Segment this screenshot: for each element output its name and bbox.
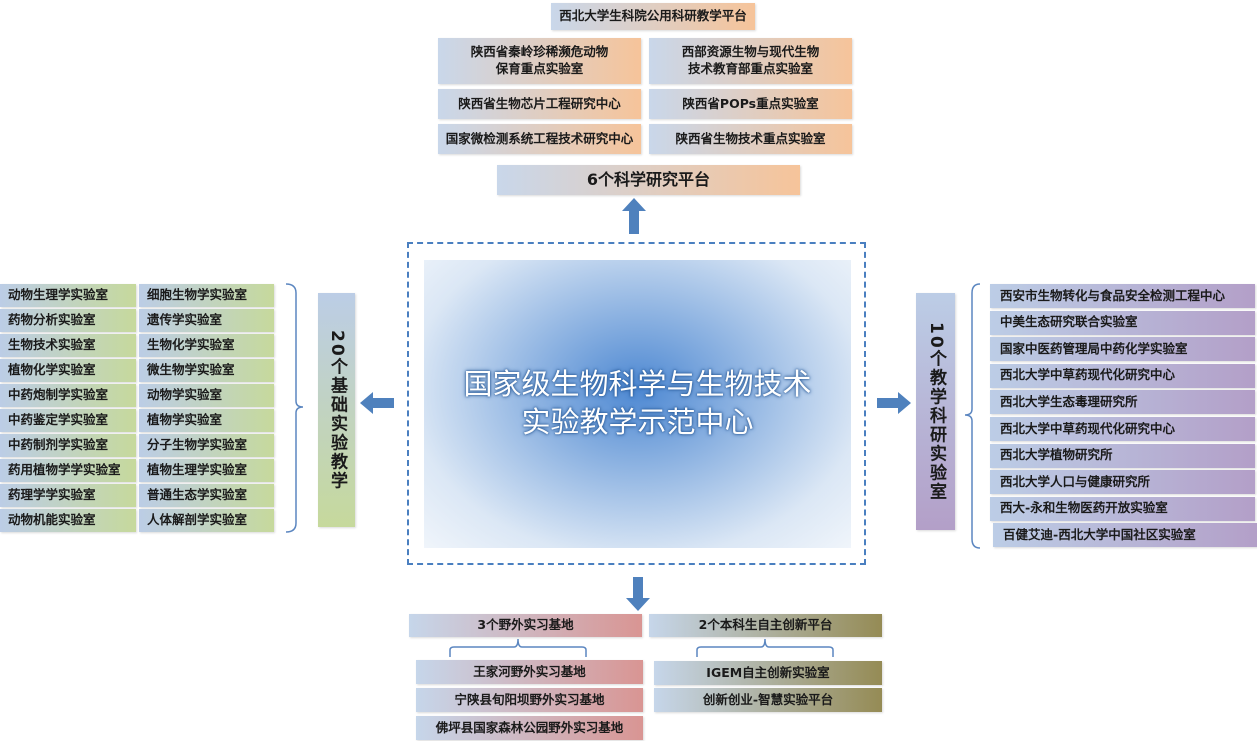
research-platform-item: 西部资源生物与现代生物 技术教育部重点实验室 (649, 38, 852, 84)
basic-lab-item: 植物化学实验室 (0, 359, 136, 382)
research-platform-item: 陕西省POPs重点实验室 (649, 89, 852, 119)
basic-lab-item: 分子生物学实验室 (139, 434, 274, 457)
teaching-lab-item: 西大-永和生物医药开放实验室 (990, 496, 1255, 521)
center-title-line1: 国家级生物科学与生物技术 (463, 367, 812, 402)
research-title: 6个科学研究平台 (497, 165, 800, 195)
teaching-lab-item: 中美生态研究联合实验室 (990, 310, 1255, 335)
teaching-lab-item: 西北大学中草药现代化研究中心 (990, 363, 1255, 388)
research-header: 西北大学生科院公用科研教学平台 (551, 3, 755, 30)
teaching-lab-item: 西北大学生态毒理研究所 (990, 390, 1255, 415)
basic-lab-item: 中药鉴定学实验室 (0, 409, 136, 432)
field-title: 3个野外实习基地 (409, 614, 642, 637)
innovation-bracket (696, 638, 834, 657)
basic-lab-item: 生物化学实验室 (139, 334, 274, 357)
basic-lab-item: 动物机能实验室 (0, 509, 136, 532)
left-bracket (285, 283, 304, 533)
center-title-line2: 实验教学示范中心 (521, 405, 754, 439)
teaching-lab-item: 西安市生物转化与食品安全检测工程中心 (990, 284, 1255, 308)
basic-lab-item: 药用植物学学实验室 (0, 459, 136, 482)
teaching-lab-item: 西北大学植物研究所 (990, 443, 1255, 468)
research-platform-item: 国家微检测系统工程技术研究中心 (438, 124, 641, 154)
basic-lab-item: 生物技术实验室 (0, 334, 136, 357)
teaching-lab-item: 西北大学中草药现代化研究中心 (990, 417, 1255, 441)
innovation-platform-item: IGEM自主创新实验室 (654, 661, 882, 685)
arrow-down-icon (626, 577, 650, 611)
basic-lab-item: 普通生态学实验室 (139, 484, 274, 507)
teaching-title: 10个教学科研实验室 (916, 293, 955, 530)
basic-lab-item: 植物生理学实验室 (139, 459, 274, 482)
teaching-lab-item: 百健艾迪-西北大学中国社区实验室 (993, 523, 1257, 548)
center-dashed-frame (407, 242, 866, 565)
teaching-lab-item: 国家中医药管理局中药化学实验室 (990, 337, 1255, 362)
arrow-up-icon (622, 198, 646, 234)
arrow-left-icon (360, 392, 394, 414)
basic-lab-item: 药理学学实验室 (0, 484, 136, 507)
research-platform-item: 陕西省秦岭珍稀濒危动物 保育重点实验室 (438, 38, 641, 84)
basic-lab-item: 微生物学实验室 (139, 359, 274, 382)
basic-lab-item: 中药制剂学实验室 (0, 434, 136, 457)
innovation-platform-item: 创新创业-智慧实验平台 (654, 688, 882, 712)
innovation-title: 2个本科生自主创新平台 (649, 614, 882, 637)
basic-title: 20个基础实验教学 (318, 293, 355, 527)
basic-lab-item: 中药炮制学实验室 (0, 384, 136, 407)
basic-lab-item: 动物生理学实验室 (0, 284, 136, 307)
basic-lab-item: 动物学实验室 (139, 384, 274, 407)
research-platform-item: 陕西省生物芯片工程研究中心 (438, 89, 641, 119)
arrow-right-icon (877, 392, 911, 414)
basic-lab-item: 药物分析实验室 (0, 309, 136, 332)
research-platform-item: 陕西省生物技术重点实验室 (649, 124, 852, 154)
center-title: 国家级生物科学与生物技术 实验教学示范中心 (424, 260, 851, 548)
field-base-item: 佛坪县国家森林公园野外实习基地 (416, 716, 643, 740)
basic-lab-item: 人体解剖学实验室 (139, 509, 274, 532)
field-base-item: 宁陕县旬阳坝野外实习基地 (416, 688, 643, 712)
field-base-item: 王家河野外实习基地 (416, 660, 643, 684)
basic-lab-item: 植物学实验室 (139, 409, 274, 432)
field-bracket (449, 638, 587, 657)
teaching-lab-item: 西北大学人口与健康研究所 (990, 470, 1255, 495)
basic-lab-item: 细胞生物学实验室 (139, 284, 274, 307)
right-bracket (964, 283, 981, 549)
basic-lab-item: 遗传学实验室 (139, 309, 274, 332)
